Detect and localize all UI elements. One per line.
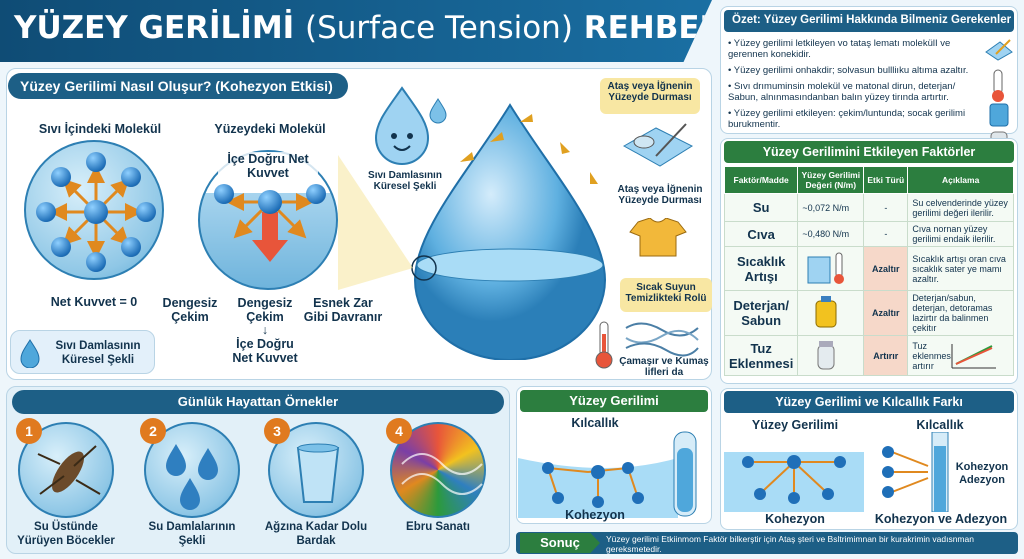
table-row: Cıva ~0,480 N/m - Cıva nornan yüzey geri…	[723, 221, 1014, 247]
drop-face-label: Sıvı Damlasının Küresel Şekli	[368, 170, 442, 192]
title-banner: YÜZEY GERİLİMİ (Surface Tension) REHBERİ	[0, 0, 712, 62]
large-water-drop	[411, 103, 607, 360]
marbling-art-icon	[401, 453, 483, 495]
fabric-fibers-icon	[625, 322, 699, 357]
conclusion-label: Sonuç	[520, 533, 600, 553]
full-glass-icon	[296, 443, 340, 503]
inner-molecule-diagram	[24, 140, 164, 280]
diff-adhesion-tag: Adezyon	[959, 474, 1005, 486]
example-label: Ağzına Kadar Dolu Bardak	[264, 521, 368, 547]
example-label: Su Damlalarının Şekli	[148, 521, 236, 547]
unbalanced-pull-label-2: Dengesiz Çekim	[237, 296, 293, 324]
diff-left-diagram	[724, 452, 864, 512]
cohesion-heading: Yüzey Gerilimi Nasıl Oluşur? (Kohezyon E…	[8, 73, 348, 99]
paperclip-on-water-icon	[622, 123, 694, 167]
drop-legend-box: Sıvı Damlasının Küresel Şekli	[10, 330, 155, 374]
summary-item: • Yüzey gerilimi letkileyen vo tataş lem…	[728, 38, 951, 60]
unbalanced-pull-label-1: Dengesiz Çekim	[162, 296, 218, 324]
diff-right-bottom: Kohezyon ve Adezyon	[874, 512, 1008, 526]
tension-heading: Yüzey Gerilimi	[520, 390, 708, 412]
daily-heading: Günlük Hayattan Örnekler	[12, 390, 504, 414]
table-row: Sıcaklık Artışı Azaltır Sıcaklık artışı …	[723, 246, 1014, 291]
summary-item: • Yüzey gerilimi onhakdir; solvasun bull…	[728, 65, 969, 76]
diff-right-diagram	[882, 432, 949, 512]
page-title: YÜZEY GERİLİMİ (Surface Tension) REHBERİ	[14, 10, 735, 46]
example-number: 1	[16, 418, 42, 444]
conclusion-bar	[516, 532, 1018, 554]
inward-net-force-label-2: İçe Doğru Net Kuvvet	[232, 337, 298, 365]
summary-item: • Yüzey gerilimi etkileyen: çekim/luntun…	[728, 108, 966, 130]
thermometer-icon	[595, 321, 613, 369]
water-drops-icon	[166, 444, 218, 510]
water-drop-icon	[20, 339, 40, 368]
example-number: 2	[140, 418, 166, 444]
inward-net-force-label: İçe Doğru Net Kuvvet	[218, 152, 318, 180]
net-force-label: Net Kuvvet = 0	[50, 295, 138, 309]
cohesion-label: Kohezyon	[565, 508, 625, 522]
column-header: Açıklama	[907, 166, 1014, 194]
diff-right-title: Kılcallık	[916, 418, 964, 432]
tension-arrows-top	[460, 114, 598, 184]
summary-item: • Sıvı drımuminsin molekül ve matonal di…	[728, 81, 956, 103]
surface-molecule-label: Yüzeydeki Molekül	[214, 122, 326, 136]
summary-list: • Yüzey gerilimi letkileyen vo tataş lem…	[728, 38, 978, 130]
table-row: Tuz Eklenmesi Artırır Tuz eklenmesi artı…	[723, 335, 1014, 376]
capillarity-label: Kılcallık	[571, 416, 619, 430]
column-header: Faktör/Madde	[723, 166, 799, 194]
smiling-drop-icon	[374, 86, 430, 165]
conclusion-text: Yüzey gerilimi Etkiinmom Faktör bilkerşt…	[606, 534, 974, 554]
diff-left-title: Yüzey Gerilimi	[751, 418, 839, 432]
table-row: Deterjan/ Sabun Azaltır Deterjan/sabun, …	[723, 290, 1014, 336]
salt-shaker-icon	[797, 335, 865, 376]
detergent-bottle-icon	[797, 290, 865, 336]
zoom-connector	[338, 155, 413, 290]
tshirt-icon	[629, 218, 687, 257]
clip-callout-box	[600, 78, 700, 114]
down-arrow-glyph: ↓	[261, 323, 269, 337]
trend-up-icon	[951, 343, 997, 368]
hot-water-callout-text: Sıcak Suyun Temizlikteki Rolü	[625, 282, 707, 304]
factors-table: Faktör/Madde Yüzey Gerilimi Değeri (N/m)…	[723, 166, 1014, 376]
factors-heading: Yüzey Gerilimini Etkileyen Faktörler	[724, 141, 1014, 163]
inner-molecule-label: Sıvı İçindeki Molekül	[38, 122, 162, 136]
water-strider-icon	[37, 445, 101, 495]
factors-table-wrap: Faktör/Madde Yüzey Gerilimi Değeri (N/m)…	[723, 166, 1014, 376]
summary-heading: Özet: Yüzey Gerilimi Hakkında Bilmeniz G…	[724, 10, 1014, 32]
example-number: 3	[264, 418, 290, 444]
column-header: Etki Türü	[863, 166, 909, 194]
beaker-thermometer-icon	[797, 246, 865, 291]
elastic-membrane-label: Esnek Zar Gibi Davranır	[303, 296, 383, 324]
clip-label: Ataş veya İğnenin Yüzeyde Durması	[617, 184, 703, 206]
fiber-label: Çamaşır ve Kumaş lifleri da	[619, 356, 709, 378]
example-label: Su Üstünde Yürüyen Böcekler	[17, 521, 115, 547]
example-number: 4	[386, 418, 412, 444]
table-row: Su ~0,072 N/m - Su celvenderinde yüzey g…	[723, 193, 1014, 222]
clip-callout-text: Ataş veya İğnenin Yüzeyde Durması	[607, 81, 693, 103]
small-drop-icon	[429, 98, 447, 124]
diff-cohesion-tag: Kohezyon	[955, 461, 1009, 473]
hot-water-callout-box	[620, 278, 712, 312]
increase-cell: Tuz eklenmesi artırır	[907, 335, 1014, 376]
diff-heading: Yüzey Gerilimi ve Kılcallık Farkı	[724, 391, 1014, 413]
tension-molecule-diagram	[518, 431, 697, 518]
example-label: Ebru Sanatı	[406, 521, 470, 533]
column-header: Yüzey Gerilimi Değeri (N/m)	[797, 166, 865, 194]
diff-left-bottom: Kohezyon	[765, 512, 825, 526]
